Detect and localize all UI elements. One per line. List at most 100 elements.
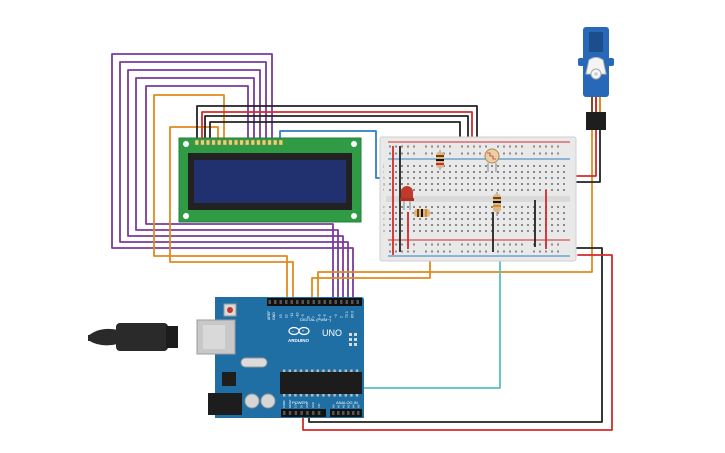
digital-pin-socket[interactable] <box>356 300 360 304</box>
lcd-pin[interactable] <box>239 139 244 146</box>
breadboard-hole <box>497 183 499 185</box>
digital-pin-socket[interactable] <box>345 300 349 304</box>
power-pin-socket[interactable] <box>283 411 286 415</box>
lcd-pin[interactable] <box>200 139 205 146</box>
analog-pin-socket[interactable] <box>357 411 360 415</box>
breadboard-hole <box>419 218 421 220</box>
breadboard-hole <box>473 206 475 208</box>
lcd-pin[interactable] <box>250 139 255 146</box>
digital-pin-socket[interactable] <box>285 300 288 304</box>
photoresistor[interactable] <box>484 148 500 172</box>
breadboard-hole <box>557 177 559 179</box>
micro-servo[interactable] <box>578 27 614 130</box>
breadboard-row-label: g <box>383 182 385 186</box>
digital-pin-socket[interactable] <box>279 300 283 304</box>
breadboard-hole <box>389 177 391 179</box>
lcd-pin[interactable] <box>194 139 199 146</box>
breadboard-hole <box>407 171 409 173</box>
analog-pin-socket[interactable] <box>332 411 335 415</box>
digital-pin-socket[interactable] <box>323 300 327 304</box>
led-red[interactable] <box>400 186 414 210</box>
power-pin-socket[interactable] <box>300 411 303 415</box>
power-pin-socket[interactable] <box>312 411 315 415</box>
breadboard-hole <box>449 206 451 208</box>
breadboard-hole <box>467 152 469 155</box>
breadboard-hole <box>539 145 541 148</box>
breadboard-hole <box>449 243 451 246</box>
analog-pin-socket[interactable] <box>352 411 355 415</box>
digital-pin-socket[interactable] <box>340 300 343 304</box>
resistor[interactable] <box>493 192 501 216</box>
breadboard-hole <box>413 171 415 173</box>
power-pin-socket[interactable] <box>288 411 292 415</box>
orange-wire-group <box>153 94 593 301</box>
svg-text:−: − <box>292 329 295 334</box>
analog-pin-socket[interactable] <box>337 411 340 415</box>
chip-leg <box>305 369 308 372</box>
breadboard-hole <box>515 212 517 214</box>
digital-pin-socket[interactable] <box>274 300 277 304</box>
analog-pin-socket[interactable] <box>342 411 345 415</box>
analog-header <box>330 409 362 417</box>
digital-pin-socket[interactable] <box>312 300 316 304</box>
breadboard-hole <box>443 250 445 253</box>
breadboard-hole <box>497 145 499 148</box>
breadboard-hole <box>503 230 505 232</box>
digital-pin-socket[interactable] <box>301 300 305 304</box>
lcd-pin[interactable] <box>217 139 222 146</box>
breadboard-hole <box>473 250 475 253</box>
breadboard-hole <box>491 165 493 167</box>
breadboard-hole <box>521 165 523 167</box>
digital-pin-socket[interactable] <box>290 300 294 304</box>
power-pin-socket[interactable] <box>306 411 309 415</box>
usb-plug-neck <box>166 326 178 348</box>
breadboard-hole <box>443 165 445 167</box>
breadboard-hole <box>461 145 463 148</box>
breadboard-hole <box>563 206 565 208</box>
breadboard-hole <box>491 189 493 191</box>
breadboard-hole <box>461 243 463 246</box>
resistor[interactable] <box>412 209 432 217</box>
digital-pin-socket[interactable] <box>329 300 332 304</box>
power-pin-socket[interactable] <box>317 411 321 415</box>
digital-pin-label: TX 1 <box>345 311 349 318</box>
breadboard-hole <box>413 189 415 191</box>
digital-pin-socket[interactable] <box>351 300 354 304</box>
digital-pin-socket[interactable] <box>318 300 321 304</box>
lcd-pin[interactable] <box>278 139 283 146</box>
lcd-pin[interactable] <box>233 139 238 146</box>
lcd-pin[interactable] <box>222 139 227 146</box>
resistor[interactable] <box>436 150 444 170</box>
digital-pin-socket[interactable] <box>296 300 299 304</box>
power-pin-label: RESET <box>288 399 292 408</box>
breadboard-hole <box>455 230 457 232</box>
power-pin-socket[interactable] <box>294 411 298 415</box>
breadboard-hole <box>545 165 547 167</box>
analog-pin-socket[interactable] <box>347 411 350 415</box>
breadboard-hole <box>527 177 529 179</box>
lcd-pin[interactable] <box>267 139 272 146</box>
digital-pin-socket[interactable] <box>334 300 338 304</box>
breadboard-hole <box>449 224 451 226</box>
breadboard-hole <box>437 206 439 208</box>
chip-leg <box>355 369 359 372</box>
lcd-pin[interactable] <box>211 139 216 146</box>
lcd-pin[interactable] <box>273 139 278 146</box>
breadboard-hole <box>563 165 565 167</box>
breadboard-hole <box>401 152 403 155</box>
breadboard-hole <box>473 212 475 214</box>
breadboard-hole <box>389 250 391 253</box>
breadboard-hole <box>491 224 493 226</box>
breadboard-hole <box>455 206 457 208</box>
breadboard-hole <box>515 171 517 173</box>
digital-pin-socket[interactable] <box>268 300 272 304</box>
lcd-pin[interactable] <box>256 139 261 146</box>
lcd-pin[interactable] <box>205 139 210 146</box>
digital-pin-socket[interactable] <box>307 300 310 304</box>
power-header-label: POWER <box>292 400 307 405</box>
servo-horn[interactable] <box>585 57 607 75</box>
lcd-pin[interactable] <box>245 139 250 146</box>
breadboard-hole <box>503 171 505 173</box>
lcd-pin[interactable] <box>228 139 233 146</box>
lcd-pin[interactable] <box>262 139 267 146</box>
